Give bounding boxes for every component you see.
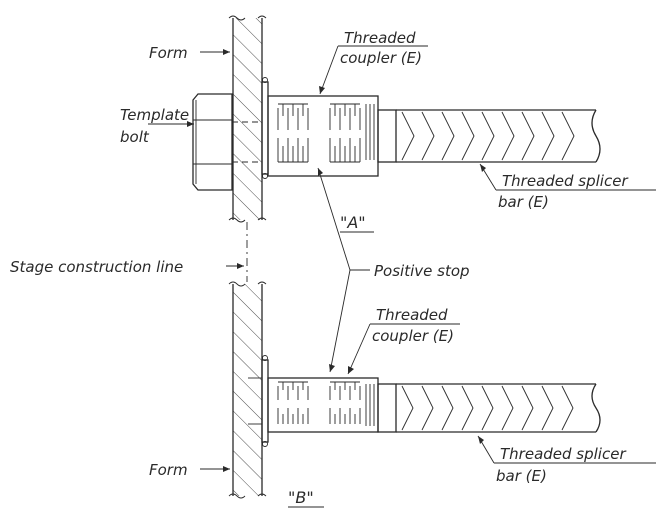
label-threaded-coupler-top-2: coupler (E)	[340, 49, 422, 67]
form-wall-b	[228, 281, 267, 499]
label-template-bolt-2: bolt	[120, 128, 150, 146]
threaded-coupler-a	[267, 95, 379, 177]
label-threaded-coupler-bottom-1: Threaded	[376, 306, 448, 324]
threaded-coupler-b	[267, 377, 379, 433]
detail-b-title: "B"	[288, 488, 314, 507]
label-form-top: Form	[149, 44, 188, 62]
threaded-splicer-bar-b	[377, 383, 601, 433]
form-wall-a	[228, 15, 267, 223]
label-threaded-splicer-top-1: Threaded splicer	[502, 172, 628, 190]
label-threaded-splicer-bottom-2: bar (E)	[496, 467, 547, 485]
label-threaded-coupler-top-1: Threaded	[344, 29, 416, 47]
label-template-bolt-1: Template	[120, 106, 189, 124]
label-threaded-splicer-bottom-1: Threaded splicer	[500, 445, 626, 463]
detail-a-title: "A"	[340, 213, 366, 232]
label-threaded-splicer-top-2: bar (E)	[498, 193, 549, 211]
label-threaded-coupler-bottom-2: coupler (E)	[372, 327, 454, 345]
leader-lines	[148, 45, 656, 472]
threaded-splicer-bar-a	[377, 109, 601, 163]
label-positive-stop: Positive stop	[374, 262, 470, 280]
label-form-bottom: Form	[149, 461, 188, 479]
label-stage-construction-line: Stage construction line	[10, 258, 183, 276]
